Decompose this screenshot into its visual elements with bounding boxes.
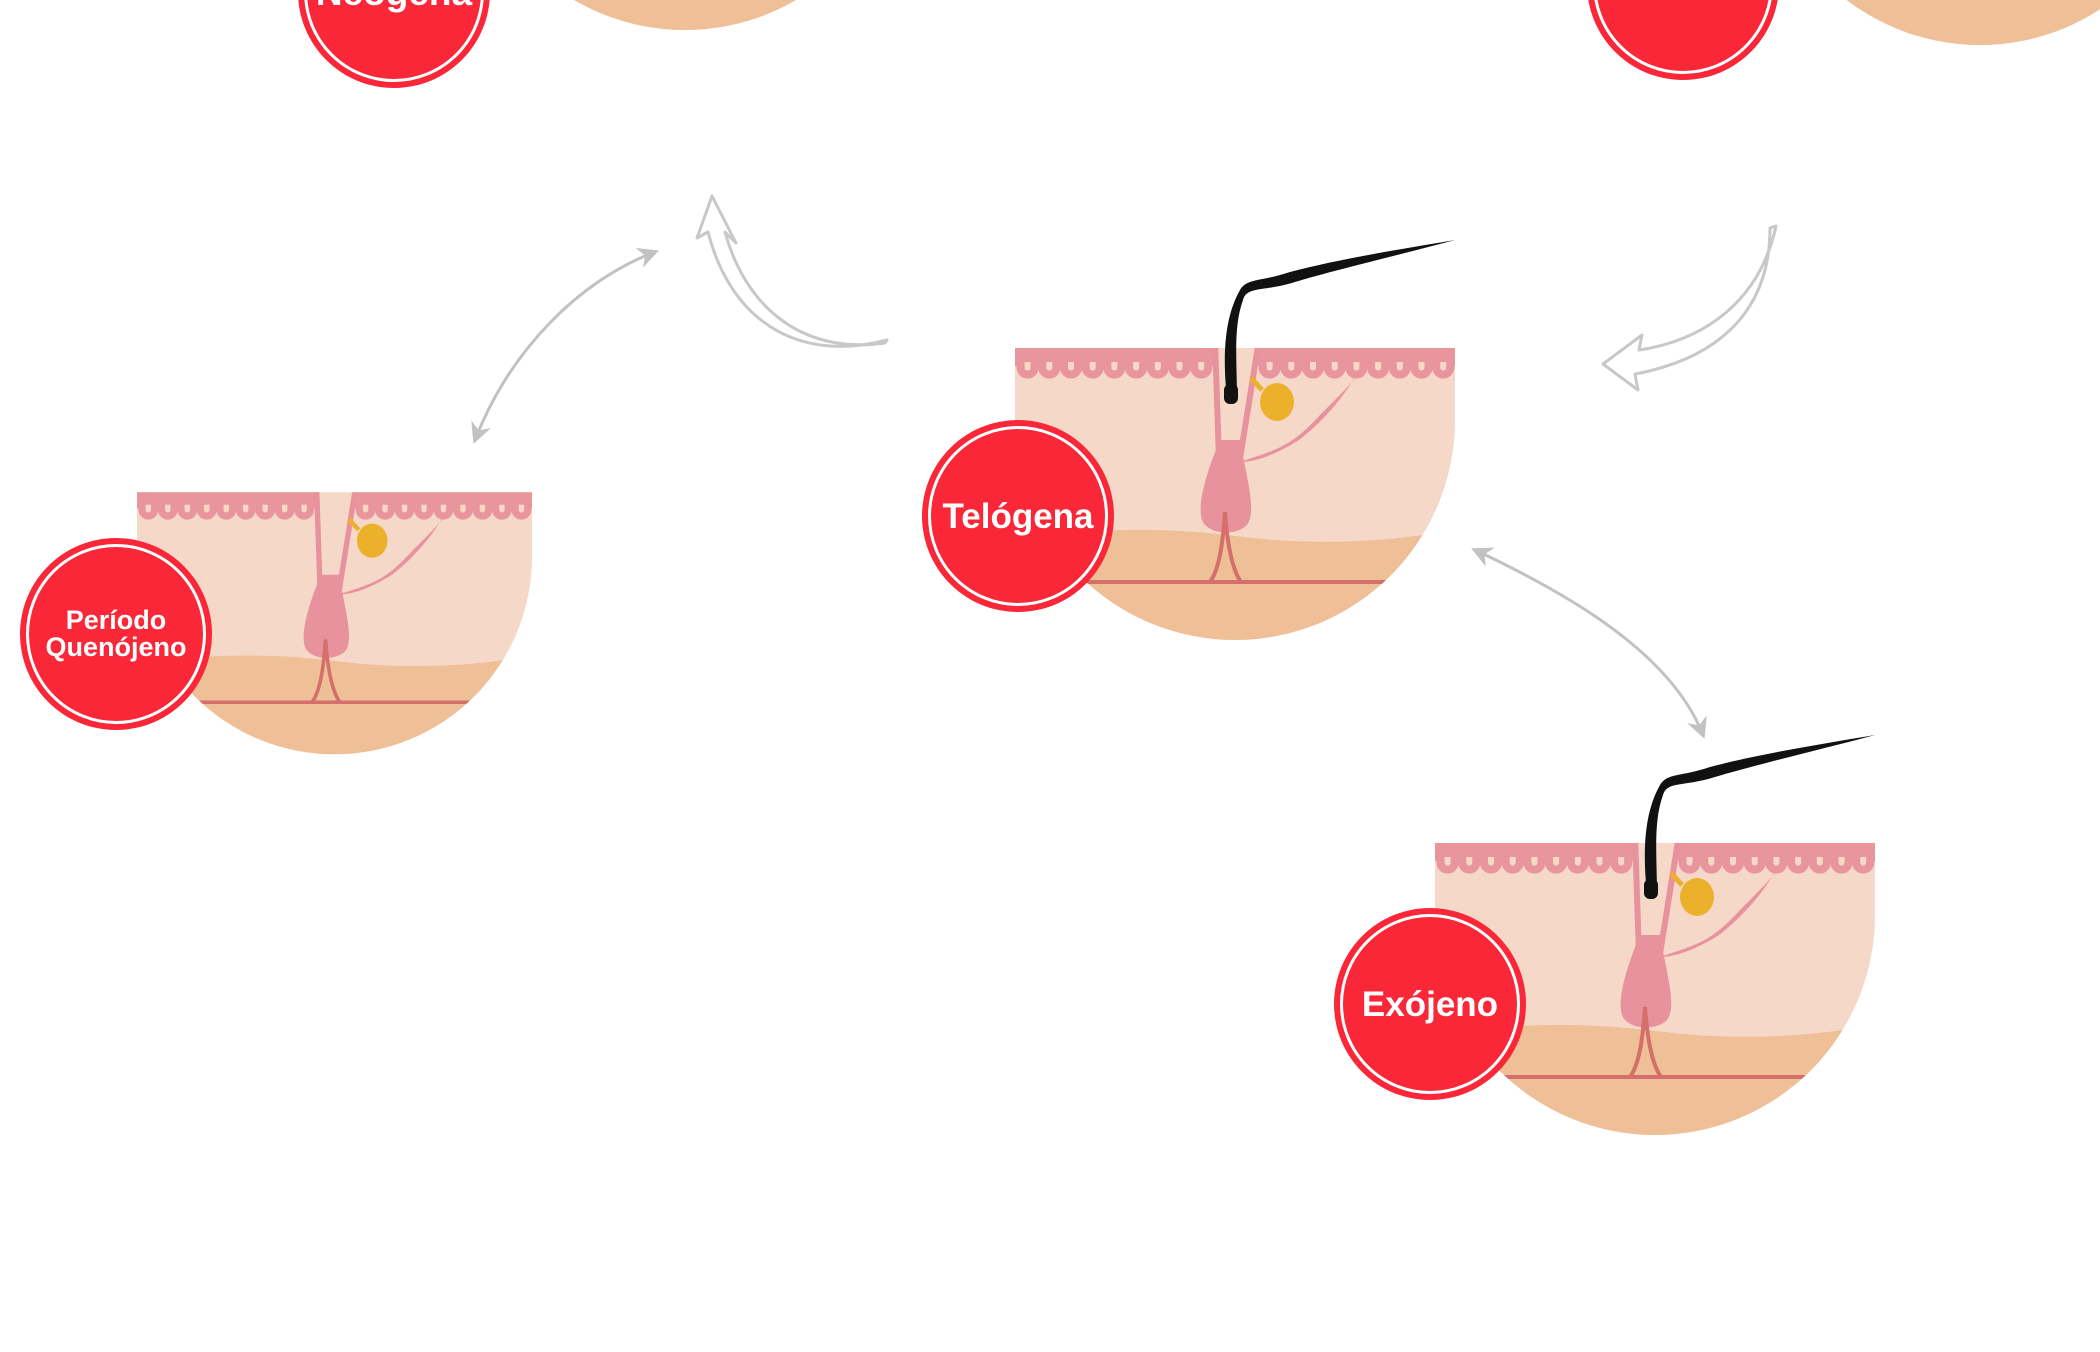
hollow-arrow-left xyxy=(697,196,887,346)
subcutis-layer xyxy=(465,0,905,30)
stage-label-line-2: Quenójeno xyxy=(46,634,187,661)
double-arrow-left xyxy=(475,252,655,440)
epidermis-right xyxy=(1677,835,1875,857)
skin-cross-section xyxy=(465,0,905,30)
stage-exojeno xyxy=(1435,835,2035,1135)
hollow-arrow-right xyxy=(1603,226,1776,390)
stage-neogena xyxy=(465,0,1065,30)
stage-label: Período Quenójeno xyxy=(46,607,187,661)
stage-label: Neógena xyxy=(316,0,472,11)
hair-root xyxy=(1224,384,1238,404)
stage-label: Exójeno xyxy=(1362,987,1498,1022)
epidermis-right xyxy=(1257,340,1455,362)
skin-cross-section xyxy=(1760,0,2100,45)
stage-label-line-1: Período xyxy=(46,607,187,634)
epidermis-right xyxy=(354,485,532,505)
subcutis-layer xyxy=(1760,0,2100,45)
sebaceous-gland xyxy=(1680,878,1714,916)
stage-quenojeno xyxy=(137,485,737,785)
stage-label: Telógena xyxy=(942,499,1093,534)
stage-badge-exojeno: Exójeno xyxy=(1334,908,1526,1100)
stage-badge-quenojeno: Período Quenójeno xyxy=(20,538,212,730)
hair-root xyxy=(1644,879,1658,899)
sebaceous-gland xyxy=(1260,383,1294,421)
stage-top-right xyxy=(1760,0,2100,45)
sebaceous-gland xyxy=(357,524,388,558)
stage-badge-telogena: Telógena xyxy=(922,420,1114,612)
